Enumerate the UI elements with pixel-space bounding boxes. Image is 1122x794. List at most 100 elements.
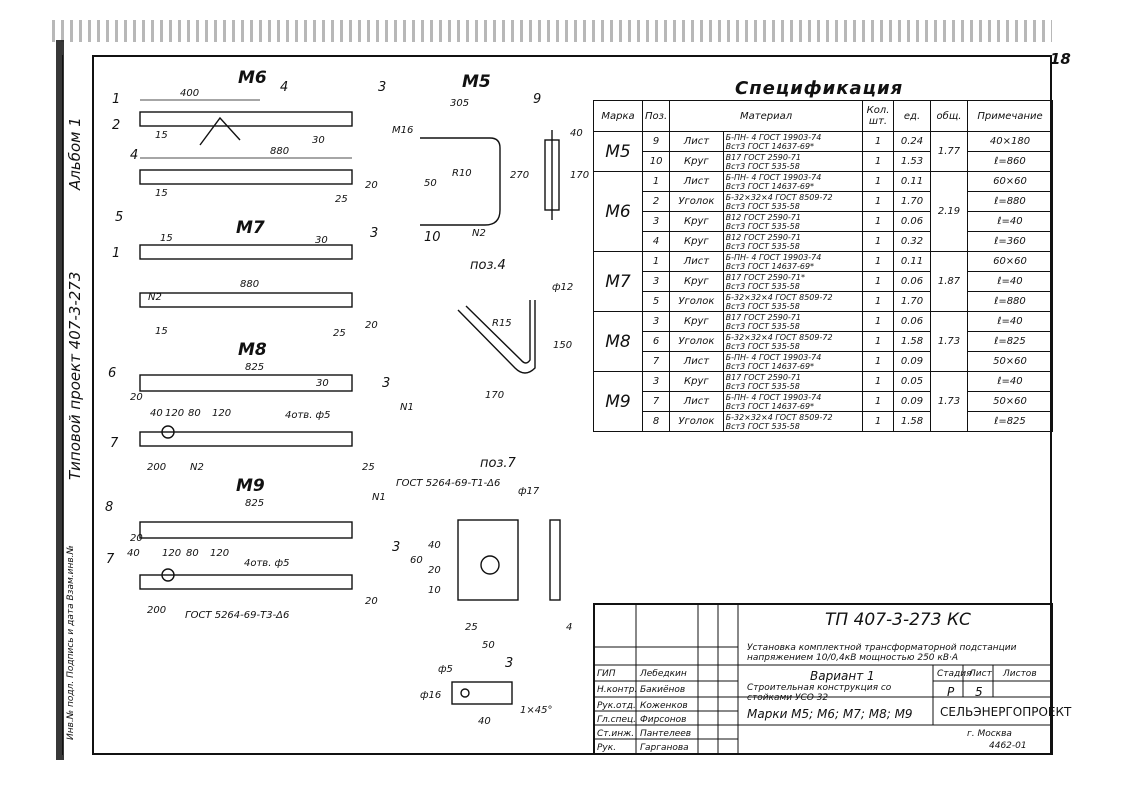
spec-gost-line: Вст3 ГОСТ 14637-69* bbox=[725, 361, 815, 371]
dim-label: 20 bbox=[130, 392, 143, 403]
dim-label: 825 bbox=[245, 362, 265, 373]
spec-material-name: Круг bbox=[669, 231, 724, 252]
spec-gost-line: Вст3 ГОСТ 14637-69* bbox=[725, 181, 815, 191]
spec-poz: 7 bbox=[641, 391, 671, 412]
dim-label: M16 bbox=[392, 125, 414, 136]
spec-kol: 1 bbox=[862, 211, 894, 232]
stamp-marks: Марки М5; М6; М7; М8; М9 bbox=[747, 707, 913, 721]
dim-label: 200 bbox=[147, 462, 167, 473]
position-label: 10 bbox=[424, 230, 441, 245]
stamp-inv: 4462-01 bbox=[989, 741, 1027, 751]
spec-gost-line: Вст3 ГОСТ 535-58 bbox=[725, 381, 800, 391]
dim-label: ф5 bbox=[438, 664, 453, 675]
spec-material-name: Круг bbox=[669, 271, 724, 292]
stamp-listov-label: Листов bbox=[1003, 669, 1037, 679]
spec-gost-line: Вст3 ГОСТ 535-58 bbox=[725, 321, 800, 331]
stamp-list-label: Лист bbox=[969, 669, 992, 679]
spec-gost-line: В17 ГОСТ 2590-71 bbox=[725, 312, 801, 322]
spec-material-name: Уголок bbox=[669, 191, 724, 212]
spec-kol: 1 bbox=[862, 191, 894, 212]
spec-material-name: Уголок bbox=[669, 331, 724, 352]
spec-gost-line: Б-32×32×4 ГОСТ 8509-72 bbox=[725, 332, 833, 342]
spec-gost-line: Вст3 ГОСТ 14637-69* bbox=[725, 141, 815, 151]
dim-label: 170 bbox=[485, 390, 505, 401]
col-ed: ед. bbox=[893, 100, 931, 132]
stamp-person: Пантелеев bbox=[640, 729, 692, 739]
dim-label: 80 bbox=[188, 408, 201, 419]
spec-note: ℓ=825 bbox=[967, 411, 1053, 432]
spec-gost-line: Вст3 ГОСТ 535-58 bbox=[725, 221, 800, 231]
spec-gost-line: Б-ПН- 4 ГОСТ 19903-74 bbox=[725, 392, 822, 402]
spec-note: ℓ=40 bbox=[967, 211, 1053, 232]
spec-mark: M5 bbox=[593, 131, 643, 172]
dim-label: 120 bbox=[162, 548, 182, 559]
dim-label: 15 bbox=[160, 233, 173, 244]
stamp-person: Гарганова bbox=[640, 743, 689, 753]
col-note: Примечание bbox=[967, 100, 1053, 132]
spec-poz: 10 bbox=[641, 151, 671, 172]
spec-gost-line: Б-ПН- 4 ГОСТ 19903-74 bbox=[725, 252, 822, 262]
spec-gost-line: Вст3 ГОСТ 535-58 bbox=[725, 281, 800, 291]
spec-material-name: Уголок bbox=[669, 291, 724, 312]
dim-label: ГОСТ 5264-69-Т3-Δ6 bbox=[185, 610, 290, 621]
spec-kol: 1 bbox=[862, 351, 894, 372]
dim-label: ф17 bbox=[518, 486, 540, 497]
dim-label: N2 bbox=[190, 462, 204, 473]
stamp-city: г. Москва bbox=[967, 729, 1012, 739]
spec-material-name: Круг bbox=[669, 211, 724, 232]
spec-gost-line: Вст3 ГОСТ 14637-69* bbox=[725, 261, 815, 271]
position-label: 3 bbox=[370, 226, 379, 241]
spec-note: 50×60 bbox=[967, 351, 1053, 372]
position-label: 6 bbox=[108, 366, 117, 381]
spec-mass-ed: 1.70 bbox=[893, 191, 931, 212]
position-label: 1 bbox=[112, 246, 121, 261]
spec-kol: 1 bbox=[862, 331, 894, 352]
dim-label: 880 bbox=[270, 146, 290, 157]
spec-gost-line: Вст3 ГОСТ 535-58 bbox=[725, 341, 800, 351]
dim-label: 40 bbox=[478, 716, 491, 727]
spec-kol: 1 bbox=[862, 271, 894, 292]
col-marka: Марка bbox=[593, 100, 643, 132]
spec-gost-line: Б-ПН- 4 ГОСТ 19903-74 bbox=[725, 132, 822, 142]
stamp-person: Лебедкин bbox=[640, 669, 687, 679]
position-label: 7 bbox=[106, 552, 115, 567]
spec-poz: 3 bbox=[641, 271, 671, 292]
spec-kol: 1 bbox=[862, 251, 894, 272]
spec-material-name: Уголок bbox=[669, 411, 724, 432]
spec-poz: 1 bbox=[641, 171, 671, 192]
spec-poz: 4 bbox=[641, 231, 671, 252]
spec-mass-ed: 0.09 bbox=[893, 391, 931, 412]
spec-mass-ed: 1.58 bbox=[893, 411, 931, 432]
col-material: Материал bbox=[669, 100, 863, 132]
dim-label: 20 bbox=[365, 180, 378, 191]
spec-material-name: Круг bbox=[669, 151, 724, 172]
mark-title-m7: M7 bbox=[236, 218, 265, 238]
spec-kol: 1 bbox=[862, 151, 894, 172]
spec-poz: 2 bbox=[641, 191, 671, 212]
mark-title-m9: M9 bbox=[236, 476, 265, 496]
dim-label: 4отв. ф5 bbox=[285, 410, 331, 421]
col-poz: Поз. bbox=[641, 100, 671, 132]
dim-label: ГОСТ 5264-69-Т1-Δ6 bbox=[396, 478, 501, 489]
spec-table: Марка Поз. Материал Кол. шт. ед. общ. Пр… bbox=[593, 100, 1053, 432]
spec-gost-line: Вст3 ГОСТ 535-58 bbox=[725, 241, 800, 251]
scan-artifact bbox=[52, 20, 1052, 42]
dim-label: 120 bbox=[210, 548, 230, 559]
position-label: 4 bbox=[130, 148, 139, 163]
position-label: 3 bbox=[505, 656, 514, 671]
spec-gost-line: Вст3 ГОСТ 535-58 bbox=[725, 421, 800, 431]
stamp-role: Н.контр. bbox=[597, 685, 638, 695]
spec-mass-ed: 1.58 bbox=[893, 331, 931, 352]
dim-label: 120 bbox=[165, 408, 185, 419]
dim-label: N2 bbox=[148, 292, 162, 303]
spec-mass-total: 1.77 bbox=[930, 131, 968, 172]
